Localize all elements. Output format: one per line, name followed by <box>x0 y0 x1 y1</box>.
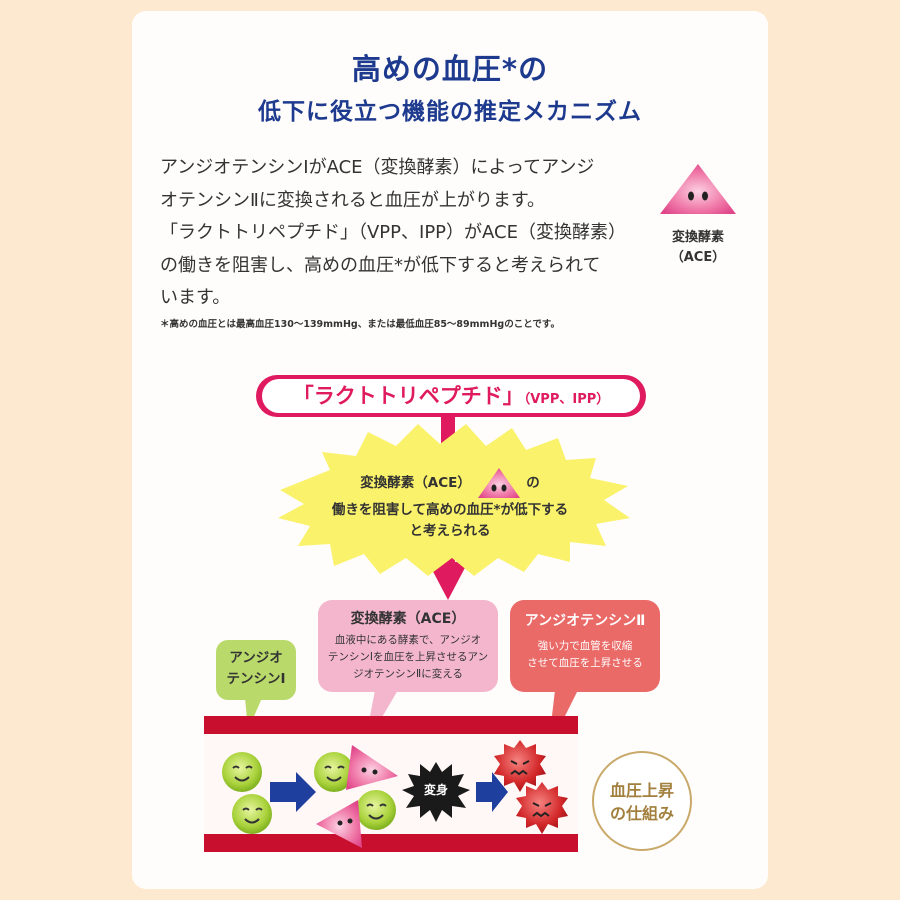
footnote: ＊高めの血圧とは最高血圧130～139mmHg、または最低血圧85～89mmHg… <box>160 319 560 330</box>
transform-label: 変身 <box>423 783 448 797</box>
flow-arrow-1 <box>270 772 316 812</box>
ace-box-desc2: テンシンⅠを血圧を上昇させるアン <box>327 651 489 663</box>
angio2-box-desc1: 強い力で血管を収縮 <box>537 640 633 652</box>
angio2-box-desc2: させて血圧を上昇させる <box>527 657 643 669</box>
peptide-codes: （VPP、IPP） <box>523 392 610 407</box>
ace-box-desc3: ジオテンシンⅡに変える <box>353 668 463 680</box>
ace-box <box>318 600 498 692</box>
peptide-name: 「ラクトトリペプチド」 <box>292 384 524 408</box>
flow-arrow-2 <box>476 772 508 812</box>
description-line: アンジオテンシンⅠがACE（変換酵素）によってアンジ <box>160 157 595 178</box>
mechanism-badge: 血圧上昇 の仕組み <box>592 751 692 851</box>
burst-line1: 変換酵素（ACE） <box>360 475 471 491</box>
description-line: の働きを阻害し、高めの血圧*が低下すると考えられて <box>160 254 601 276</box>
page-title: 高めの血圧*の <box>351 52 549 86</box>
burst-line2: 働きを阻害して高めの血圧*が低下する <box>331 502 569 518</box>
description-line: オテンシンⅡに変換されると血圧が上がります。 <box>160 189 546 211</box>
ace-legend-line2: （ACE） <box>670 250 726 265</box>
ace-box-text: 変換酵素（ACE） 血液中にある酵素で、アンジオ テンシンⅠを血圧を上昇させるア… <box>318 608 498 683</box>
vessel-top-wall <box>204 716 578 734</box>
ace-triangle-icon <box>660 164 736 214</box>
badge-line1: 血圧上昇 <box>609 781 674 800</box>
ace-box-title: 変換酵素（ACE） <box>350 611 466 627</box>
burst-line3: と考えられる <box>409 523 491 539</box>
angio1-line2: テンシンⅠ <box>226 671 286 687</box>
ace-triangle-icon <box>477 468 520 498</box>
angiotensin-one-icon <box>222 752 272 834</box>
transform-burst <box>402 762 470 822</box>
badge-line2: の仕組み <box>609 804 674 823</box>
burst-shape <box>278 424 630 576</box>
description-line: います。 <box>160 287 231 308</box>
ace-binding-icon <box>314 745 398 848</box>
ace-legend-line1: 変換酵素 <box>671 230 724 245</box>
ace-legend <box>648 160 748 224</box>
ace-box-desc1: 血液中にある酵素で、アンジオ <box>334 634 482 646</box>
angio2-box <box>510 600 660 692</box>
angio2-box-title: アンジオテンシンⅡ <box>524 613 646 629</box>
angio2-box-text: アンジオテンシンⅡ 強い力で血管を収縮 させて血圧を上昇させる <box>510 610 660 672</box>
angio1-label: アンジオ テンシンⅠ <box>216 648 296 690</box>
burst-message: 変換酵素（ACE） の 働きを阻害して高めの血圧*が低下する と考えられる <box>300 466 600 542</box>
description-line: 「ラクトトリペプチド」（VPP、IPP）がACE（変換酵素） <box>160 222 626 243</box>
ace-legend-label: 変換酵素 （ACE） <box>648 228 748 268</box>
down-arrow-head <box>428 562 468 600</box>
peptide-banner-label: 「ラクトトリペプチド」（VPP、IPP） <box>262 379 640 413</box>
angio1-line1: アンジオ <box>229 650 283 666</box>
page-subtitle: 低下に役立つ機能の推定メカニズム <box>258 99 642 125</box>
angiotensin-two-icon <box>494 740 568 834</box>
angio1-box <box>216 640 296 700</box>
burst-line1-suffix: の <box>526 475 540 491</box>
description: アンジオテンシンⅠがACE（変換酵素）によってアンジ オテンシンⅡに変換されると… <box>160 152 650 315</box>
vessel-bottom-wall <box>204 834 578 852</box>
